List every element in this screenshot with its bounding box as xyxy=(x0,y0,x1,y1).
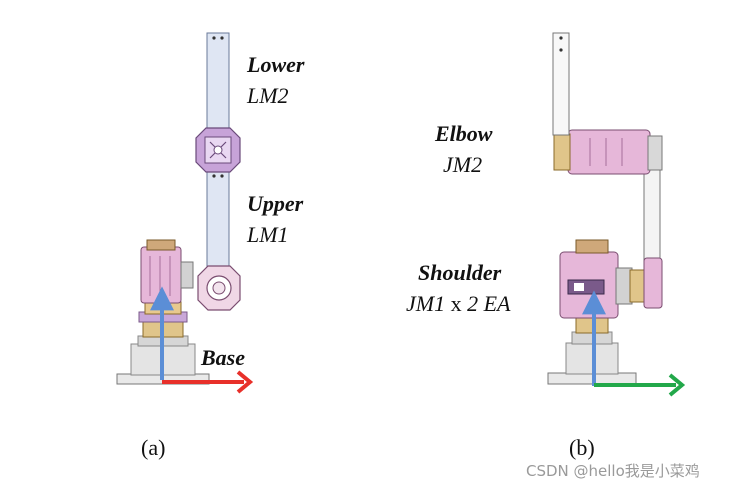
label-lower-title: Lower xyxy=(247,52,305,77)
label-upper-title: Upper xyxy=(247,191,304,216)
caption-a: (a) xyxy=(141,435,166,460)
label-elbow-title: Elbow xyxy=(435,121,493,146)
watermark-text: CSDN @hello我是小菜鸡 xyxy=(526,462,700,480)
label-lower-code: LM2 xyxy=(247,83,289,108)
label-base-title: Base xyxy=(201,345,245,370)
panel-a-robot xyxy=(116,32,254,394)
label-upper-code: LM1 xyxy=(247,222,289,247)
label-elbow-code: JM2 xyxy=(443,152,483,177)
shoulder-code-b: 2 EA xyxy=(467,291,511,316)
label-shoulder-title: Shoulder xyxy=(418,260,502,285)
panel-b-robot xyxy=(547,32,686,397)
label-shoulder-code: JM1 x 2 EA xyxy=(406,291,510,317)
shoulder-code-a: JM1 xyxy=(406,291,446,316)
caption-b: (b) xyxy=(569,435,595,460)
shoulder-code-x: x xyxy=(450,291,462,316)
